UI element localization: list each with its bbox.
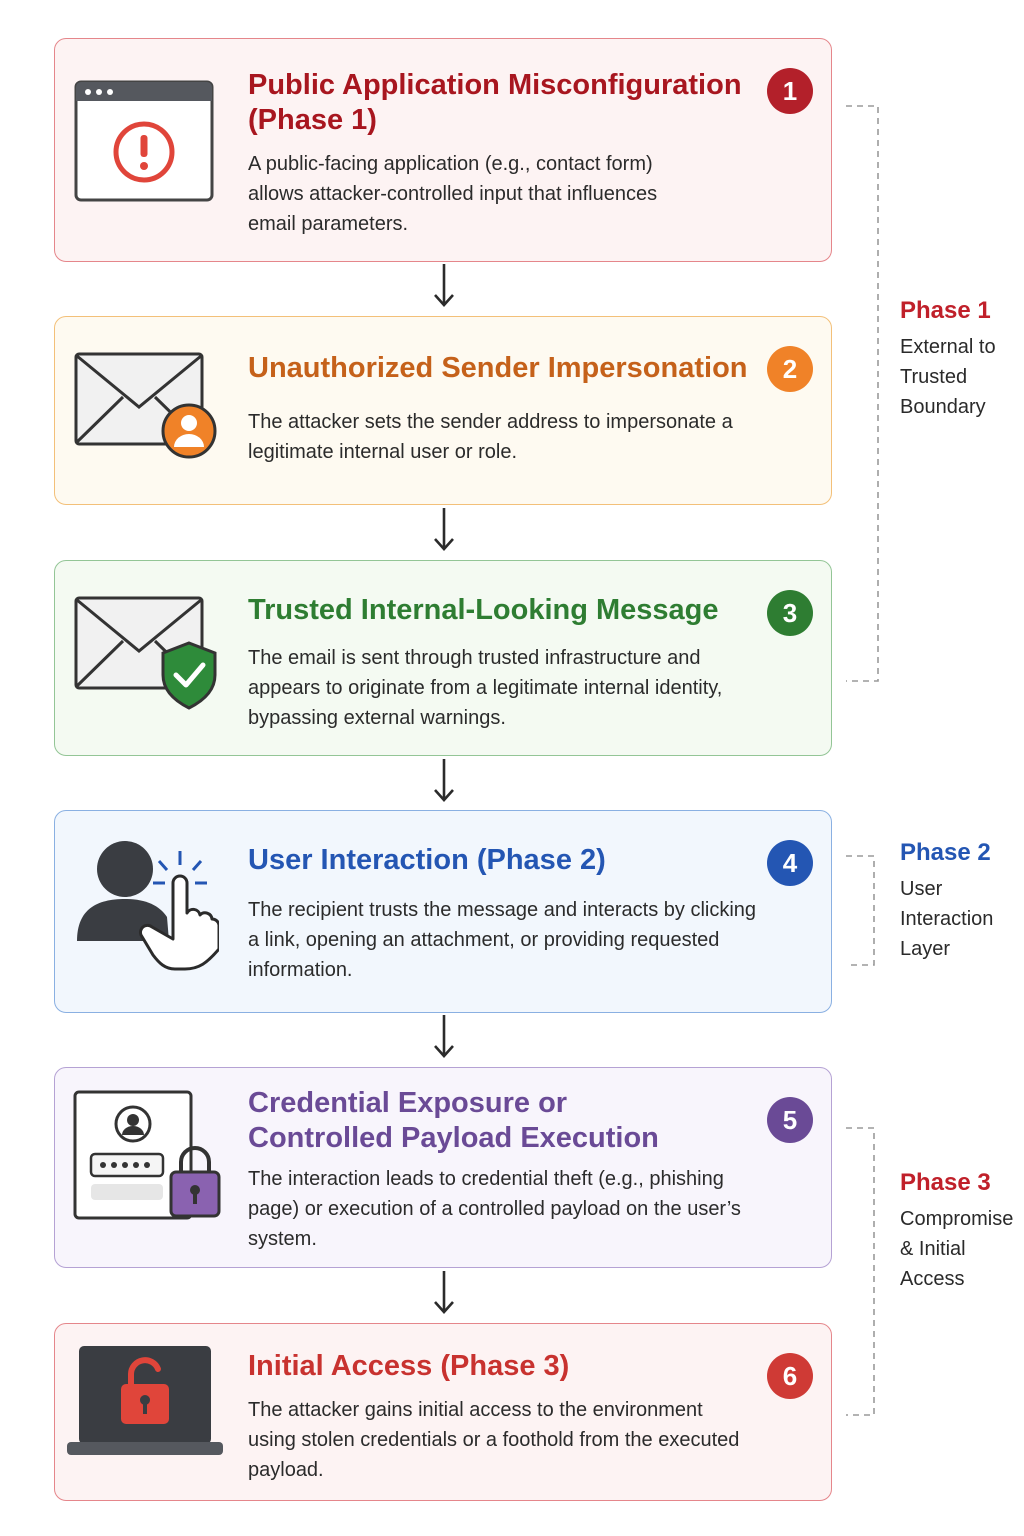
- laptop-unlock-icon: [65, 1344, 225, 1465]
- phase-1-line-2: Trusted: [900, 366, 968, 388]
- phase-1-line-1: External to: [900, 336, 996, 358]
- step-title-1: Public Application Misconfiguration(Phas…: [248, 69, 742, 136]
- step-card-2: Unauthorized Sender Impersonation The at…: [54, 316, 832, 505]
- flow-arrow-4: [434, 1015, 454, 1058]
- phase-3-bracket: [846, 1127, 875, 1416]
- phase-2-label: Phase 2 User Interaction Layer: [900, 838, 993, 964]
- login-lock-icon: [73, 1090, 223, 1227]
- flow-arrow-1: [434, 264, 454, 307]
- browser-warning-icon: [73, 79, 215, 208]
- user-click-icon: [73, 837, 221, 978]
- envelope-user-icon: [73, 351, 221, 468]
- phase-1-bracket: [846, 105, 879, 682]
- flow-arrow-3: [434, 759, 454, 802]
- phase-3-line-1: Compromise: [900, 1208, 1014, 1230]
- phase-2-line-1: User: [900, 878, 943, 900]
- flow-arrow-2: [434, 508, 454, 551]
- step-card-4: User Interaction (Phase 2) The recipient…: [54, 810, 832, 1013]
- step-card-6: Initial Access (Phase 3) The attacker ga…: [54, 1323, 832, 1501]
- phase-3-line-2: & Initial: [900, 1238, 966, 1260]
- phase-2-line-2: Interaction: [900, 908, 994, 930]
- step-number-badge-6: 6: [767, 1353, 813, 1399]
- phase-1-line-3: Boundary: [900, 396, 986, 418]
- phase-3-line-3: Access: [900, 1268, 965, 1290]
- step-title-6: Initial Access (Phase 3): [248, 1350, 570, 1382]
- step-title-3: Trusted Internal-Looking Message: [248, 594, 719, 626]
- phase-3-title: Phase 3: [900, 1169, 991, 1196]
- step-number-badge-1: 1: [767, 68, 813, 114]
- step-description-2: The attacker sets the sender address to …: [248, 411, 733, 463]
- step-description-4: The recipient trusts the message and int…: [248, 899, 757, 981]
- step-number-badge-5: 5: [767, 1097, 813, 1143]
- step-title-2: Unauthorized Sender Impersonation: [248, 352, 748, 384]
- phase-2-bracket: [846, 855, 875, 966]
- step-description-1: A public-facing application (e.g., conta…: [248, 153, 658, 235]
- phase-2-line-3: Layer: [900, 938, 951, 960]
- step-number-badge-2: 2: [767, 346, 813, 392]
- step-number-badge-3: 3: [767, 590, 813, 636]
- step-card-3: Trusted Internal-Looking Message The ema…: [54, 560, 832, 756]
- step-title-4: User Interaction (Phase 2): [248, 844, 606, 876]
- phase-1-label: Phase 1 External to Trusted Boundary: [900, 296, 996, 422]
- phase-2-title: Phase 2: [900, 839, 991, 866]
- phase-1-title: Phase 1: [900, 297, 991, 324]
- envelope-shield-icon: [73, 595, 221, 716]
- step-description-6: The attacker gains initial access to the…: [248, 1399, 740, 1481]
- step-description-5: The interaction leads to credential thef…: [248, 1168, 741, 1250]
- flow-arrow-5: [434, 1271, 454, 1314]
- phase-3-label: Phase 3 Compromise & Initial Access: [900, 1168, 1013, 1294]
- step-description-3: The email is sent through trusted infras…: [248, 647, 723, 729]
- step-number-badge-4: 4: [767, 840, 813, 886]
- step-card-1: Public Application Misconfiguration(Phas…: [54, 38, 832, 262]
